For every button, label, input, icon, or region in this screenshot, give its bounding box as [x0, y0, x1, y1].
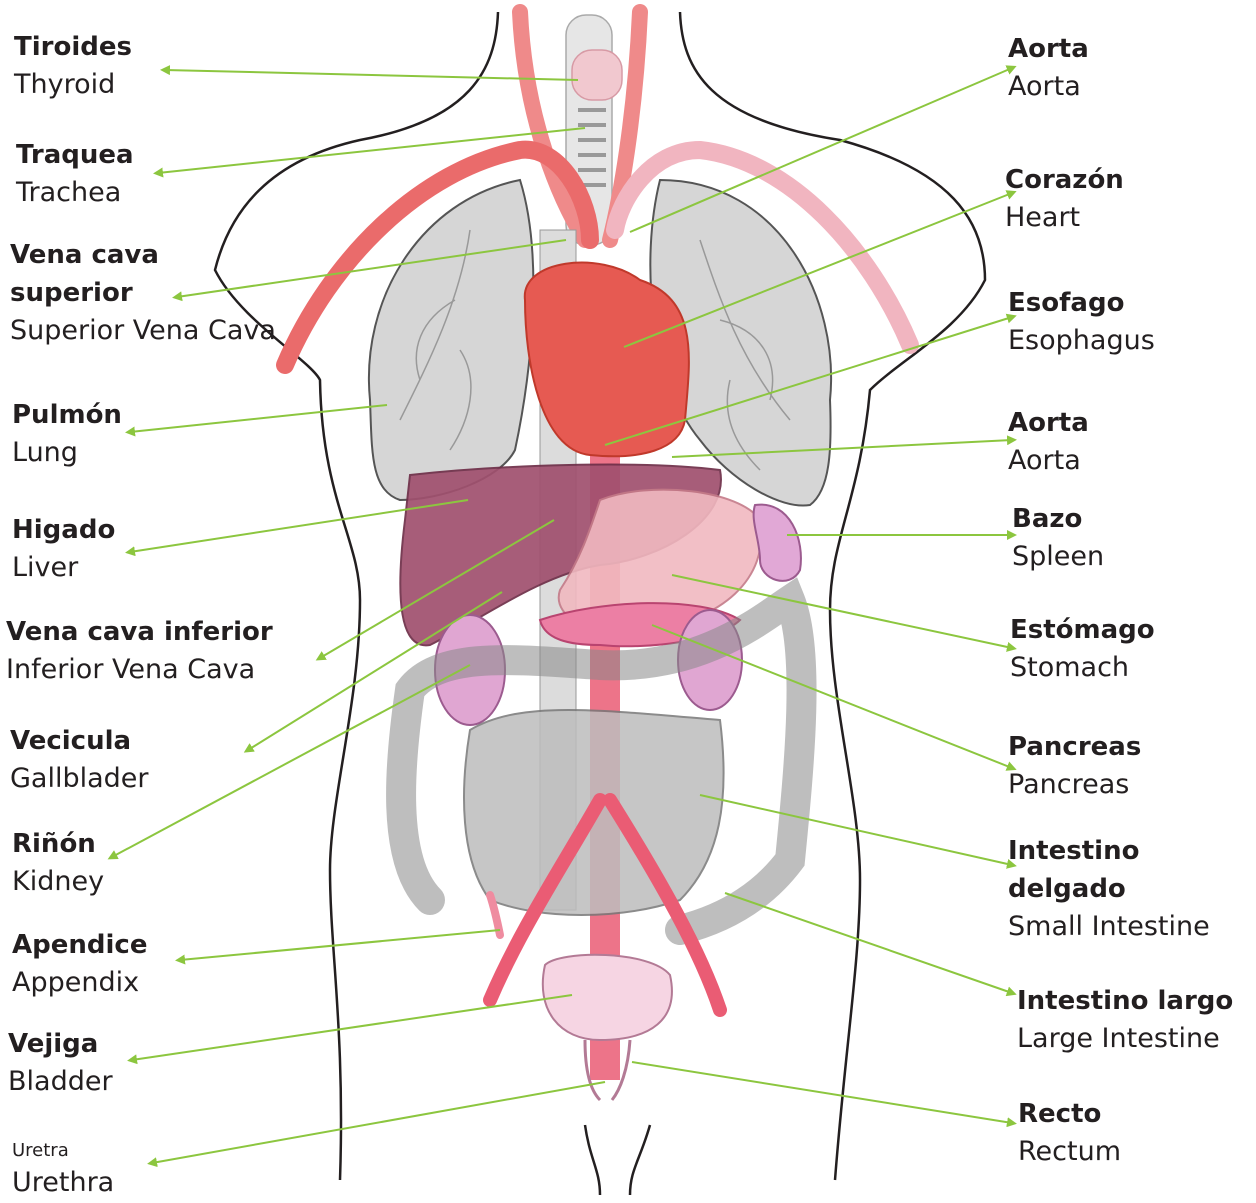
label-es: Tiroides [14, 28, 132, 66]
label-gallbladder: Vecicula Gallblader [10, 722, 149, 798]
label-en: Gallblader [10, 760, 149, 798]
label-en: Spleen [1012, 538, 1104, 576]
label-es: Higado [12, 511, 115, 549]
label-en: Appendix [12, 964, 147, 1002]
label-es: Intestino largo [1017, 982, 1233, 1020]
label-es: Pulmón [12, 396, 122, 434]
label-es: Riñón [12, 825, 104, 863]
label-en: Liver [12, 549, 115, 587]
label-es: Intestino delgado [1008, 832, 1208, 908]
label-es: Aorta [1008, 30, 1089, 68]
label-en: Bladder [8, 1063, 113, 1101]
label-appendix: Apendice Appendix [12, 926, 147, 1002]
label-heart: Corazón Heart [1005, 161, 1124, 237]
label-kidney: Riñón Kidney [12, 825, 104, 901]
label-liver: Higado Liver [12, 511, 115, 587]
label-es: Corazón [1005, 161, 1124, 199]
label-lung: Pulmón Lung [12, 396, 122, 472]
label-ivc: Vena cava inferior Inferior Vena Cava [6, 613, 273, 689]
label-en: Urethra [12, 1164, 114, 1202]
label-en: Aorta [1008, 442, 1089, 480]
label-en: Rectum [1018, 1133, 1121, 1171]
label-es: Vejiga [8, 1025, 113, 1063]
label-large-intestine: Intestino largo Large Intestine [1017, 982, 1233, 1058]
label-en: Thyroid [14, 66, 132, 104]
label-es: Esofago [1008, 284, 1155, 322]
label-en: Superior Vena Cava [10, 312, 230, 350]
label-urethra: Uretra Urethra [12, 1138, 114, 1202]
label-en: Small Intestine [1008, 908, 1208, 946]
label-es: Recto [1018, 1095, 1121, 1133]
label-svc: Vena cava superior Superior Vena Cava [10, 236, 230, 350]
label-esophagus: Esofago Esophagus [1008, 284, 1155, 360]
label-spleen: Bazo Spleen [1012, 500, 1104, 576]
label-es: Vena cava inferior [6, 613, 273, 651]
label-rectum: Recto Rectum [1018, 1095, 1121, 1171]
label-en: Trachea [16, 174, 134, 212]
label-thyroid: Tiroides Thyroid [14, 28, 132, 104]
label-aorta-mid: Aorta Aorta [1008, 404, 1089, 480]
label-aorta-top: Aorta Aorta [1008, 30, 1089, 106]
label-en: Kidney [12, 863, 104, 901]
label-en: Heart [1005, 199, 1124, 237]
label-en: Large Intestine [1017, 1020, 1233, 1058]
label-es: Aorta [1008, 404, 1089, 442]
label-es: Traquea [16, 136, 134, 174]
label-en: Stomach [1010, 649, 1155, 687]
spleen-organ [754, 505, 801, 581]
label-en: Aorta [1008, 68, 1089, 106]
label-es: Bazo [1012, 500, 1104, 538]
label-pancreas: Pancreas Pancreas [1008, 728, 1141, 804]
label-en: Pancreas [1008, 766, 1141, 804]
label-small-intestine: Intestino delgado Small Intestine [1008, 832, 1208, 946]
label-es: Vena cava superior [10, 236, 230, 312]
label-es: Vecicula [10, 722, 149, 760]
label-en: Inferior Vena Cava [6, 651, 273, 689]
label-trachea: Traquea Trachea [16, 136, 134, 212]
label-es: Pancreas [1008, 728, 1141, 766]
label-es: Apendice [12, 926, 147, 964]
label-en: Esophagus [1008, 322, 1155, 360]
label-es: Estómago [1010, 611, 1155, 649]
label-bladder: Vejiga Bladder [8, 1025, 113, 1101]
label-en: Lung [12, 434, 122, 472]
thyroid-gland [572, 50, 622, 100]
label-es: Uretra [12, 1138, 114, 1164]
label-stomach: Estómago Stomach [1010, 611, 1155, 687]
